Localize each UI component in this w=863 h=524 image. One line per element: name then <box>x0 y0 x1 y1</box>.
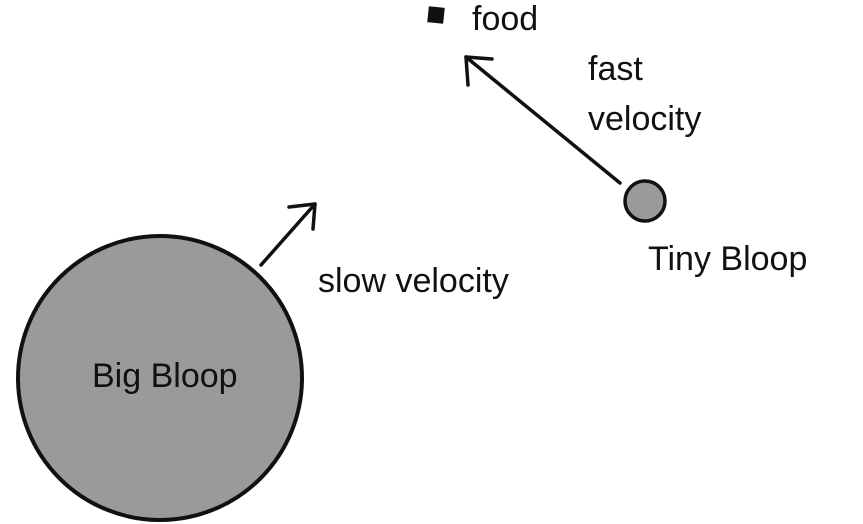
big-bloop-label: Big Bloop <box>92 357 238 395</box>
fast-velocity-arrow <box>464 55 622 185</box>
fast-velocity-label-line2: velocity <box>588 100 701 138</box>
tiny-bloop-circle <box>623 179 667 223</box>
food-label: food <box>472 0 538 38</box>
slow-velocity-label: slow velocity <box>318 262 509 300</box>
fast-velocity-label-line1: fast <box>588 50 643 88</box>
tiny-bloop-label: Tiny Bloop <box>648 240 807 278</box>
food-square <box>427 6 445 24</box>
big-bloop-circle <box>16 234 304 522</box>
slow-velocity-arrow <box>259 202 317 267</box>
